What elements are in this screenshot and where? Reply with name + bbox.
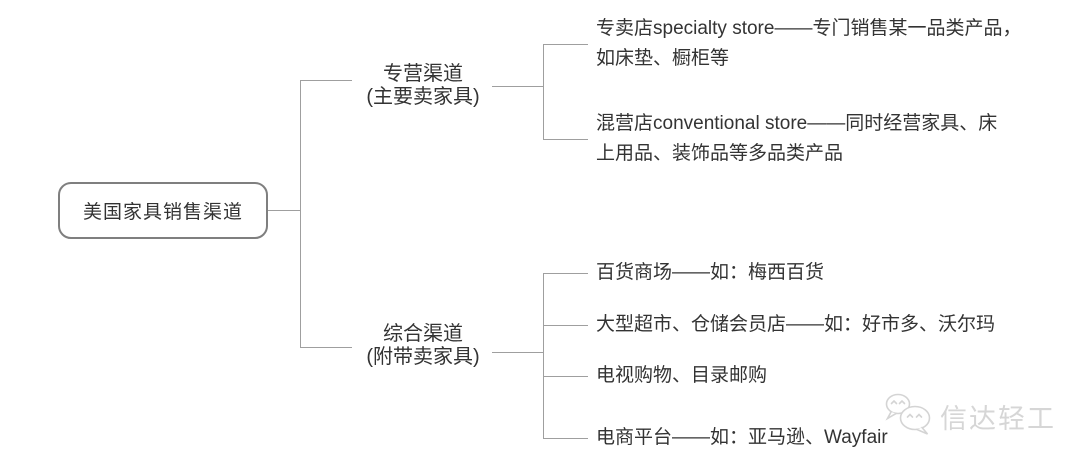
connector-trunk-vertical [300,80,301,348]
connector-root-out [268,210,300,211]
leaf-text-line: 百货商场——如：梅西百货 [596,262,825,283]
connector-branch1-in [300,80,352,81]
connector-branch1-vertical [543,44,544,139]
connector-branch1-leaf2 [543,139,588,140]
leaf-tv-catalog-shopping: 电视购物、目录邮购 [596,361,767,391]
leaf-specialty-store: 专卖店specialty store——专门销售某一品类产品， 如床垫、橱柜等 [596,14,1021,74]
root-node-label: 美国家具销售渠道 [82,202,243,223]
connector-branch2-leaf3 [543,376,588,377]
leaf-ecommerce-platform: 电商平台——如：亚马逊、Wayfair [596,423,888,453]
leaf-hypermarket-warehouse-club: 大型超市、仓储会员店——如：好市多、沃尔玛 [596,310,995,340]
leaf-text-line: 大型超市、仓储会员店——如：好市多、沃尔玛 [596,314,996,335]
connector-branch2-leaf2 [543,325,588,326]
connector-branch2-in [300,347,352,348]
branch2-label: 综合渠道 (附带卖家具) [348,323,498,369]
connector-branch2-leaf1 [543,273,588,274]
connector-branch1-out [492,86,543,87]
connector-branch2-vertical [543,273,544,438]
leaf-text-line: 如床垫、橱柜等 [596,48,730,69]
watermark-text: 信达轻工 [940,404,1056,434]
leaf-text-line: 上用品、装饰品等多品类产品 [596,143,844,164]
leaf-text-line: 专卖店specialty store——专门销售某一品类产品， [596,18,1022,39]
connector-branch2-leaf4 [543,438,588,439]
leaf-department-store: 百货商场——如：梅西百货 [596,258,824,288]
root-node: 美国家具销售渠道 [58,182,268,239]
leaf-text-line: 电视购物、目录邮购 [596,365,768,386]
watermark: 信达轻工 [882,390,1056,443]
leaf-text-line: 电商平台——如：亚马逊、Wayfair [596,427,888,448]
wechat-icon [882,390,936,443]
branch2-title: 综合渠道 [383,323,463,345]
leaf-conventional-store: 混营店conventional store——同时经营家具、床 上用品、装饰品等… [596,109,997,169]
connector-branch1-leaf1 [543,44,588,45]
branch1-label: 专营渠道 (主要卖家具) [348,63,498,109]
branch1-title: 专营渠道 [383,63,463,85]
branch1-subtitle: (主要卖家具) [366,86,480,108]
leaf-text-line: 混营店conventional store——同时经营家具、床 [596,113,998,134]
branch2-subtitle: (附带卖家具) [366,346,480,368]
connector-branch2-out [492,352,543,353]
